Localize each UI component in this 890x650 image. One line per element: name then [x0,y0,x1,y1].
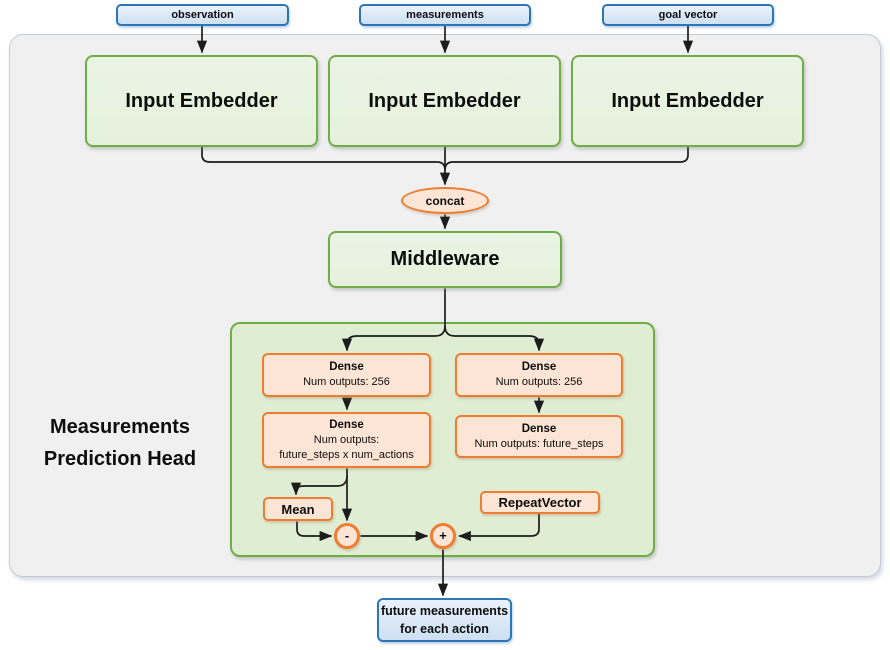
minus-node-label: - [344,528,350,543]
embedder-box-2: Input Embedder [328,55,561,147]
embedder-box-1: Input Embedder [85,55,318,147]
input-node-measurements: measurements [359,4,531,26]
dense-left-1-subtitle: Num outputs: 256 [303,376,390,388]
concat-node: concat [401,187,489,214]
middleware-box: Middleware [328,231,562,288]
output-node-line2: for each action [400,622,489,636]
dense-left-2: Dense Num outputs: future_steps x num_ac… [262,412,431,468]
minus-node: - [334,523,360,549]
dense-right-2-title: Dense [521,422,557,435]
input-node-observation-label: observation [171,9,234,21]
dense-left-2-subtitle2: future_steps x num_actions [279,448,414,461]
repeat-vector-box-label: RepeatVector [498,495,582,510]
mean-box: Mean [263,497,333,521]
dense-left-1-title: Dense [329,361,364,373]
output-node-line1: future measurements [380,604,509,618]
plus-node: + [430,523,456,549]
dense-right-1-subtitle: Num outputs: 256 [495,376,583,388]
input-node-measurements-label: measurements [406,9,484,21]
prediction-head-label: Measurements Prediction Head [15,411,225,475]
input-node-goal-vector: goal vector [602,4,774,26]
embedder-box-3-label: Input Embedder [611,89,764,112]
repeat-vector-box: RepeatVector [480,491,600,514]
mean-box-label: Mean [281,501,315,517]
prediction-head-label-line1: Measurements [49,416,191,438]
dense-right-2-subtitle: Num outputs: future_steps [474,437,604,450]
dense-left-2-title: Dense [329,418,364,431]
output-node: future measurements for each action [377,598,512,642]
dense-right-1: Dense Num outputs: 256 [455,353,623,397]
embedder-box-1-label: Input Embedder [125,89,278,112]
prediction-head-label-line2: Prediction Head [43,448,197,470]
plus-node-label: + [439,528,447,543]
dense-left-1: Dense Num outputs: 256 [262,353,431,397]
input-node-observation: observation [116,4,289,26]
embedder-box-2-label: Input Embedder [368,89,521,112]
input-node-goal-vector-label: goal vector [658,9,718,21]
dense-left-2-subtitle: Num outputs: [313,433,380,446]
middleware-box-label: Middleware [390,248,500,270]
dense-right-1-title: Dense [521,361,557,373]
embedder-box-3: Input Embedder [571,55,804,147]
concat-node-label: concat [425,193,465,208]
dense-right-2: Dense Num outputs: future_steps [455,415,623,458]
